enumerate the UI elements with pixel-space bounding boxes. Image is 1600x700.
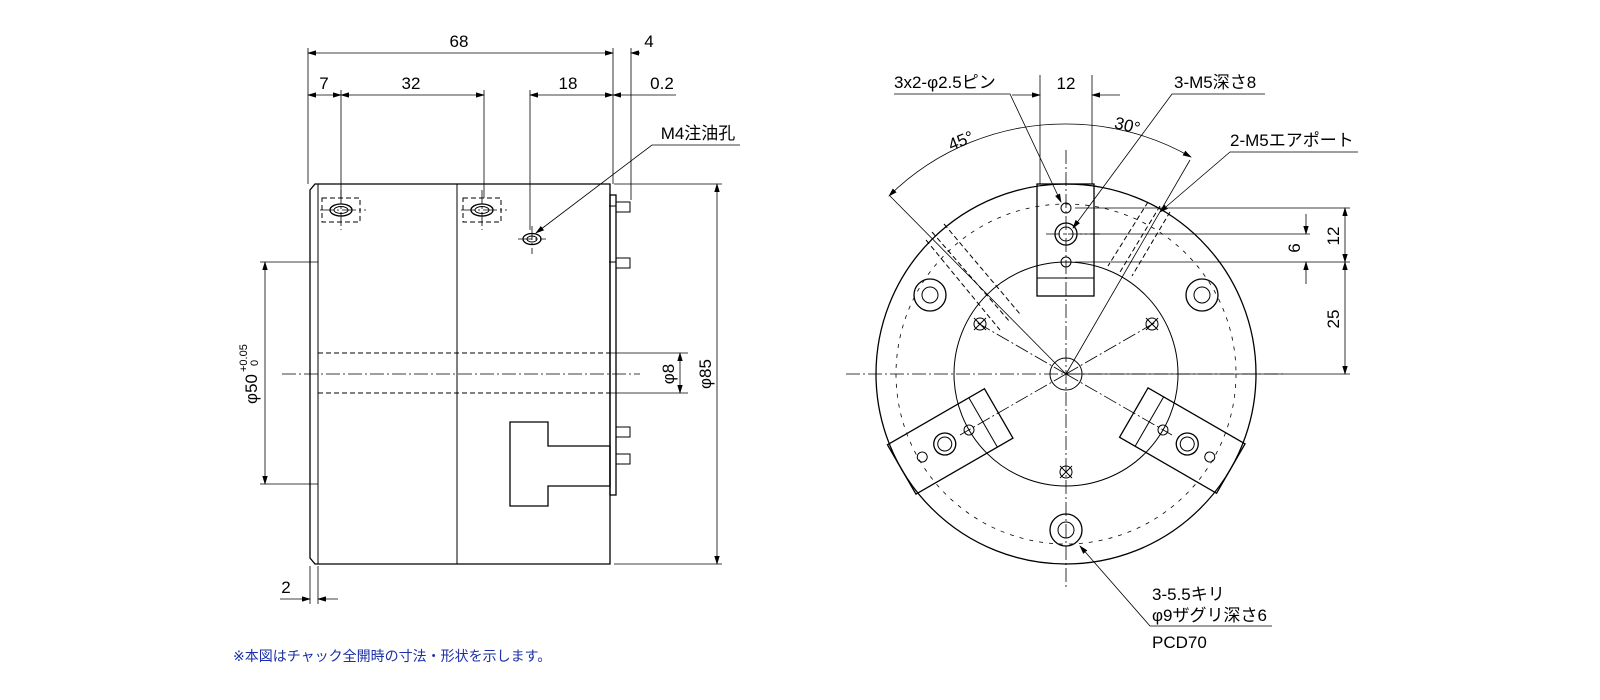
dim-12: 12: [1057, 74, 1076, 93]
drill-label-1: 3-5.5キリ: [1152, 585, 1225, 604]
side-slot-holes: [320, 190, 507, 230]
jaw-lower-right: [1118, 386, 1246, 495]
tol-lower: 0: [249, 360, 261, 366]
jaw-lower-left: [886, 387, 1014, 496]
oil-hole-label: M4注油孔: [661, 124, 736, 143]
air-port-label: 2-M5エアポート: [1230, 131, 1354, 150]
m5-holes: [973, 317, 1159, 479]
dim-phi8: φ8: [659, 364, 678, 384]
oil-hole: [518, 226, 546, 254]
drill-leader: [1079, 545, 1272, 627]
dim-18: 18: [559, 74, 578, 93]
dim-7: 7: [319, 74, 328, 93]
air-ports: [925, 201, 1171, 331]
side-view: 68 4 7 32 18 0.2 2 M4注油孔 φ50 +0.05 0 φ8 …: [238, 32, 740, 604]
oil-hole-leader: [535, 144, 740, 234]
m5-depth-label: 3-M5深さ8: [1174, 73, 1256, 92]
dim-32: 32: [402, 74, 421, 93]
side-pins: [609, 201, 631, 465]
jaw-top: [1036, 183, 1100, 297]
mount-holes: [913, 278, 1219, 547]
dim-phi85: φ85: [696, 359, 715, 389]
dim-2: 2: [281, 578, 290, 597]
m5-leader: [1072, 93, 1265, 229]
dim-45deg: 45°: [945, 127, 976, 154]
dim-phi50: φ50 +0.05 0: [238, 344, 261, 404]
tol-upper: +0.05: [238, 344, 250, 372]
dim-6: 6: [1285, 243, 1304, 252]
dim-68: 68: [450, 32, 469, 51]
dim-12-vertical: 12: [1324, 227, 1343, 246]
air-port-leader: [1159, 151, 1358, 213]
dim-4: 4: [644, 32, 653, 51]
drill-label-3: PCD70: [1152, 633, 1207, 652]
dim-0-2: 0.2: [650, 74, 674, 93]
front-view: 12 45° 30° 6 12 25 3x2-φ2.5ピン 3-M5深さ8 2-…: [846, 73, 1358, 652]
jaw-step: [509, 421, 611, 507]
body-outline: [309, 183, 611, 565]
dim-30deg: 30°: [1113, 113, 1143, 138]
pin-label: 3x2-φ2.5ピン: [894, 73, 996, 92]
footnote: ※本図はチャック全開時の寸法・形状を示します。: [233, 648, 552, 664]
flange: [609, 194, 617, 496]
drill-label-2: φ9ザグリ深さ6: [1152, 606, 1267, 625]
dim-25: 25: [1324, 310, 1343, 329]
pin-leader: [894, 93, 1062, 203]
svg-text:φ50: φ50: [242, 374, 261, 404]
